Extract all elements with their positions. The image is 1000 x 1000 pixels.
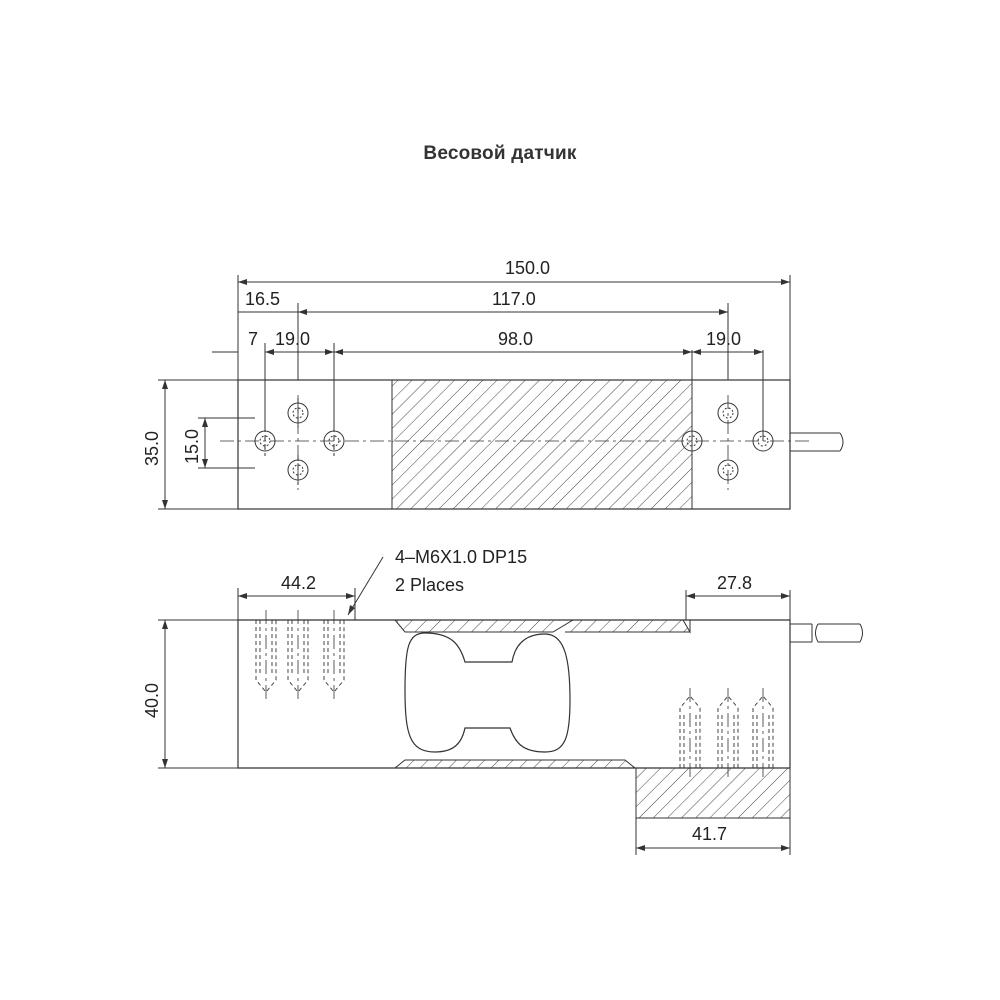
dim-hole-vertical: 15.0	[182, 417, 255, 469]
hole-left-inner	[323, 426, 345, 456]
dim-right-thread-label: 27.8	[717, 573, 752, 593]
thread-hole-1	[255, 610, 277, 700]
side-view-body	[237, 619, 791, 769]
right-threaded-holes	[679, 688, 774, 778]
top-view-gauge-hatch	[391, 379, 693, 510]
dim-right-thread-zone: 27.8	[685, 573, 791, 620]
dim-hole-vertical-label: 15.0	[182, 429, 202, 464]
hole-left-outer	[254, 426, 276, 456]
side-view: 44.2 4–M6X1.0 DP15 2 Places 27.8 40.0	[142, 547, 863, 855]
mounting-block-hatch	[635, 767, 791, 819]
thread-note-line2: 2 Places	[395, 575, 464, 595]
dim-mount-block-label: 41.7	[692, 824, 727, 844]
binocular-cavity	[404, 632, 571, 753]
dim-mount-block: 41.7	[635, 818, 791, 855]
side-view-bottom-groove	[393, 759, 637, 769]
thread-hole-3	[323, 610, 345, 700]
thread-note: 4–M6X1.0 DP15 2 Places	[347, 547, 527, 616]
dim-gauge-length-label: 98.0	[498, 329, 533, 349]
dim-edge-to-hole-label: 7	[248, 329, 258, 349]
dim-right-pattern-label: 19.0	[706, 329, 741, 349]
dim-overall-length: 150.0	[237, 258, 791, 380]
dim-left-thread-zone: 44.2	[237, 573, 356, 620]
thread-hole-5	[717, 688, 739, 778]
thread-hole-4	[679, 688, 701, 778]
dim-left-pattern-label: 19.0	[275, 329, 310, 349]
top-view-cable	[790, 432, 844, 452]
dim-left-thread-label: 44.2	[281, 573, 316, 593]
right-mounting-holes	[681, 350, 774, 490]
top-view: 150.0 16.5 117.0 7 19.0 98.0	[142, 258, 844, 510]
dim-height: 40.0	[142, 619, 238, 769]
thread-note-line1: 4–M6X1.0 DP15	[395, 547, 527, 567]
dim-height-label: 40.0	[142, 683, 162, 718]
dim-hole-row: 7 19.0 98.0 19.0	[212, 329, 763, 426]
thread-hole-6	[752, 688, 774, 778]
dim-edge-to-mount-label: 16.5	[245, 289, 280, 309]
dim-overall-length-label: 150.0	[505, 258, 550, 278]
left-threaded-holes	[255, 610, 345, 700]
thread-hole-2	[287, 610, 309, 700]
dim-mount-spacing: 16.5 117.0	[238, 289, 729, 380]
left-mounting-holes	[254, 395, 345, 490]
dim-width: 35.0	[142, 379, 238, 510]
dim-width-label: 35.0	[142, 431, 162, 466]
side-view-cable	[790, 623, 863, 643]
dim-mount-spacing-label: 117.0	[492, 289, 536, 309]
drawing-title: Весовой датчик	[423, 143, 577, 164]
